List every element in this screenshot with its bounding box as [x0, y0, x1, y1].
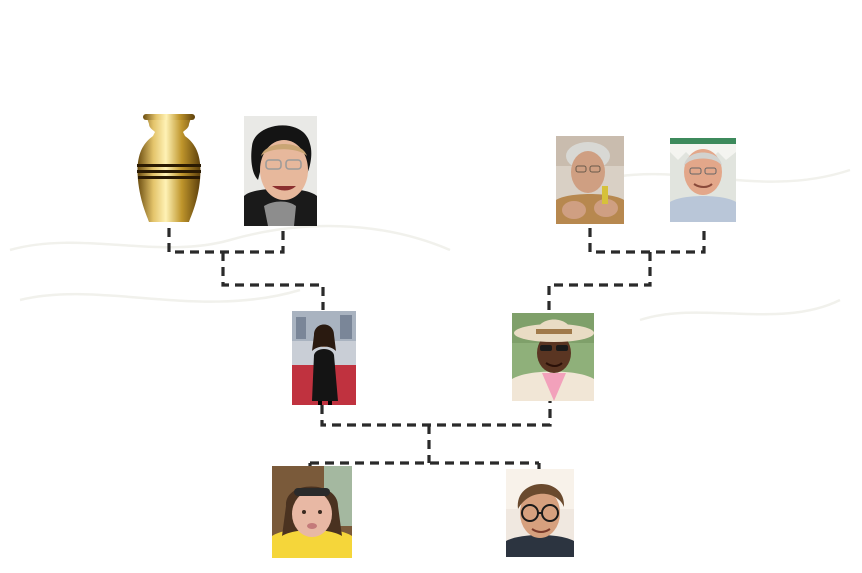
connector-right-to-father	[547, 252, 652, 312]
mother-portrait	[292, 311, 356, 405]
daughter-portrait	[272, 466, 352, 558]
grandmother-left-portrait	[244, 116, 317, 226]
connector-parents	[320, 401, 552, 427]
grandfather-right-portrait	[670, 138, 736, 222]
grandmother-right-portrait	[556, 136, 624, 224]
connector-left-to-mother	[221, 252, 325, 310]
connector-to-children	[308, 425, 541, 473]
son-portrait	[506, 469, 574, 557]
father-portrait	[512, 313, 594, 401]
connector-left-grandparents	[167, 228, 285, 254]
urn-icon	[133, 112, 205, 226]
connector-right-grandparents	[588, 228, 706, 254]
